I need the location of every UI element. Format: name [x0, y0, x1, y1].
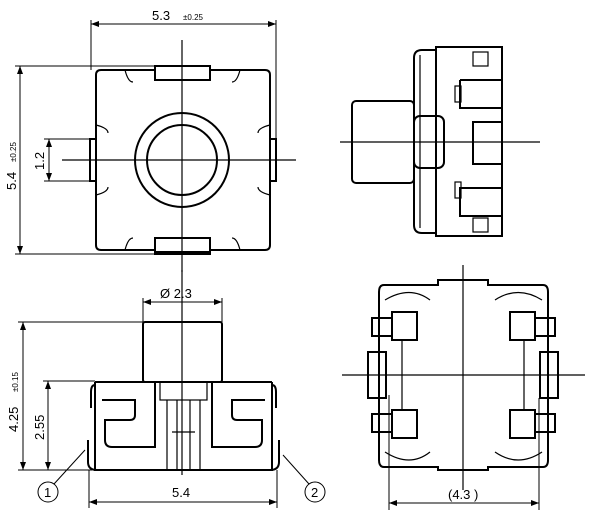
height-tol: ±0.25	[9, 141, 18, 162]
total-height-dim: 4.25	[6, 407, 21, 432]
front-view: Ø 2.3 4.25 ±0.15 2.55 5.4 1 2	[6, 270, 326, 508]
body-height-dim: 2.55	[32, 415, 47, 440]
callout-2	[304, 481, 326, 503]
callout-1	[37, 481, 59, 503]
width-tol: ±0.25	[183, 13, 204, 22]
terminal-dim: 1.2	[32, 152, 47, 170]
height-dim: 5.4	[4, 172, 19, 190]
width-dim: 5.4	[172, 485, 190, 500]
bottom-view: (4.3 )	[342, 265, 585, 510]
side-view	[340, 46, 540, 237]
actuator-dia-dim: Ø 2.3	[160, 286, 192, 301]
width-dim: 5.3	[152, 8, 170, 23]
top-view: 5.3 ±0.25 5.4 ±0.25 1.2	[4, 8, 296, 272]
pitch-dim: (4.3 )	[448, 487, 478, 502]
total-height-tol: ±0.15	[11, 371, 20, 392]
callout-1-label: 1	[44, 485, 51, 500]
callout-2-label: 2	[311, 485, 318, 500]
